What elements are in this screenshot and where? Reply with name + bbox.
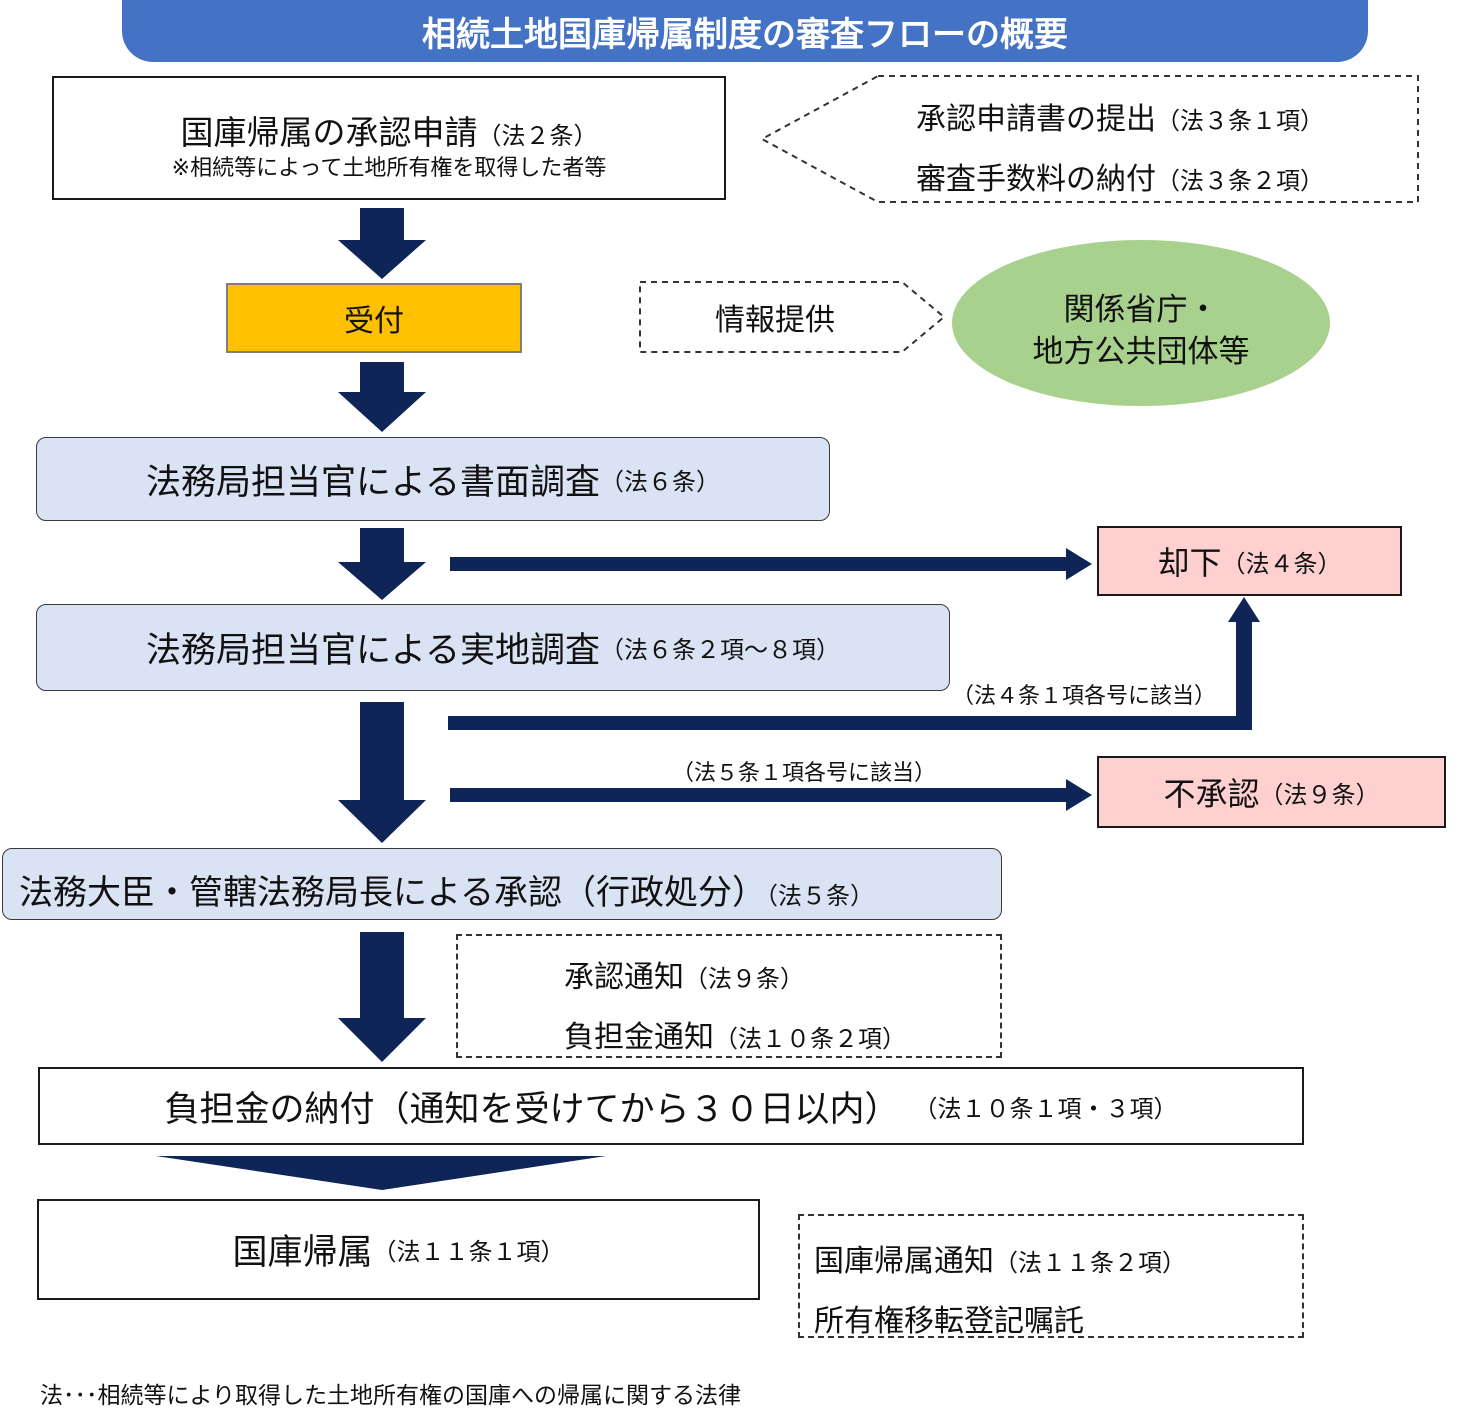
- notices-box: 承認通知（法９条） 負担金通知（法１０条２項）: [456, 934, 1002, 1058]
- notice-item-1: 承認通知（法９条）: [564, 960, 804, 995]
- arrow-to-disapproval: [450, 779, 1092, 811]
- down-arrow-3: [338, 528, 426, 600]
- field-survey-ref: （法６条２項～８項）: [599, 636, 840, 664]
- application-note: ※相続等によって土地所有権を取得した者等: [171, 156, 607, 181]
- footnote: 法･･･相続等により取得した土地所有権の国庫への帰属に関する法律: [40, 1383, 742, 1409]
- reversion-label: 国庫帰属: [232, 1233, 373, 1273]
- disapproval-label: 不承認: [1163, 775, 1260, 813]
- agencies-line-2: 地方公共団体等: [1032, 334, 1250, 370]
- down-arrow-5: [338, 932, 426, 1062]
- requirement-item-1: 承認申請書の提出（法３条１項）: [916, 102, 1324, 137]
- field-survey-box: 法務局担当官による実地調査（法６条２項～８項）: [36, 604, 950, 691]
- reversion-notice-item-1: 国庫帰属通知（法１１条２項）: [814, 1244, 1186, 1279]
- funnel-arrow: [156, 1156, 606, 1190]
- notice-item-2: 負担金通知（法１０条２項）: [564, 1020, 906, 1055]
- application-label: 国庫帰属の承認申請: [180, 113, 478, 152]
- reversion-notices-box: 国庫帰属通知（法１１条２項） 所有権移転登記嘱託: [798, 1214, 1304, 1339]
- agencies-line-1: 関係省庁・: [1063, 292, 1219, 328]
- document-review-box: 法務局担当官による書面調査（法６条）: [36, 437, 830, 521]
- page-title: 相続土地国庫帰属制度の審査フローの概要: [122, 0, 1368, 62]
- disapproval-condition-label: （法５条１項各号に該当）: [672, 761, 937, 786]
- payment-box: 負担金の納付（通知を受けてから３０日以内） （法１０条１項・３項）: [38, 1067, 1304, 1145]
- reversion-box: 国庫帰属（法１１条１項）: [37, 1199, 760, 1300]
- approval-label: 法務大臣・管轄法務局長による承認（行政処分）: [19, 873, 766, 913]
- disapproval-box: 不承認（法９条）: [1097, 756, 1446, 828]
- application-box: 国庫帰属の承認申請（法２条） ※相続等によって土地所有権を取得した者等: [52, 76, 726, 200]
- arrow-field-to-rejection: [448, 597, 1260, 730]
- approval-box: 法務大臣・管轄法務局長による承認（行政処分）（法５条）: [2, 848, 1002, 920]
- down-arrow-2: [338, 362, 426, 432]
- application-ref: （法２条）: [477, 122, 598, 150]
- agencies-ellipse: 関係省庁・ 地方公共団体等: [952, 240, 1330, 406]
- requirements-callout: [759, 75, 1419, 203]
- rejection-label: 却下: [1157, 544, 1222, 582]
- down-arrow-4: [338, 702, 426, 843]
- document-review-label: 法務局担当官による書面調査: [146, 462, 600, 503]
- rejection-condition-label: （法４条１項各号に該当）: [952, 684, 1217, 709]
- document-review-ref: （法６条）: [599, 467, 720, 496]
- reversion-ref: （法１１条１項）: [372, 1238, 565, 1266]
- rejection-box: 却下（法４条）: [1097, 526, 1402, 596]
- reception-box: 受付: [226, 283, 522, 353]
- info-provision-shape: [639, 281, 946, 353]
- requirement-item-2: 審査手数料の納付（法３条２項）: [916, 162, 1324, 197]
- payment-label: 負担金の納付（通知を受けてから３０日以内）: [164, 1089, 900, 1130]
- payment-ref: （法１０条１項・３項）: [913, 1094, 1178, 1123]
- info-provision-label: 情報提供: [715, 303, 835, 338]
- down-arrow-1: [338, 208, 426, 279]
- field-survey-label: 法務局担当官による実地調査: [146, 631, 600, 671]
- arrow-to-rejection: [450, 548, 1092, 580]
- approval-ref: （法５条）: [765, 882, 874, 910]
- rejection-ref: （法４条）: [1221, 549, 1342, 578]
- reversion-notice-item-2: 所有権移転登記嘱託: [814, 1304, 1084, 1339]
- disapproval-ref: （法９条）: [1259, 780, 1380, 809]
